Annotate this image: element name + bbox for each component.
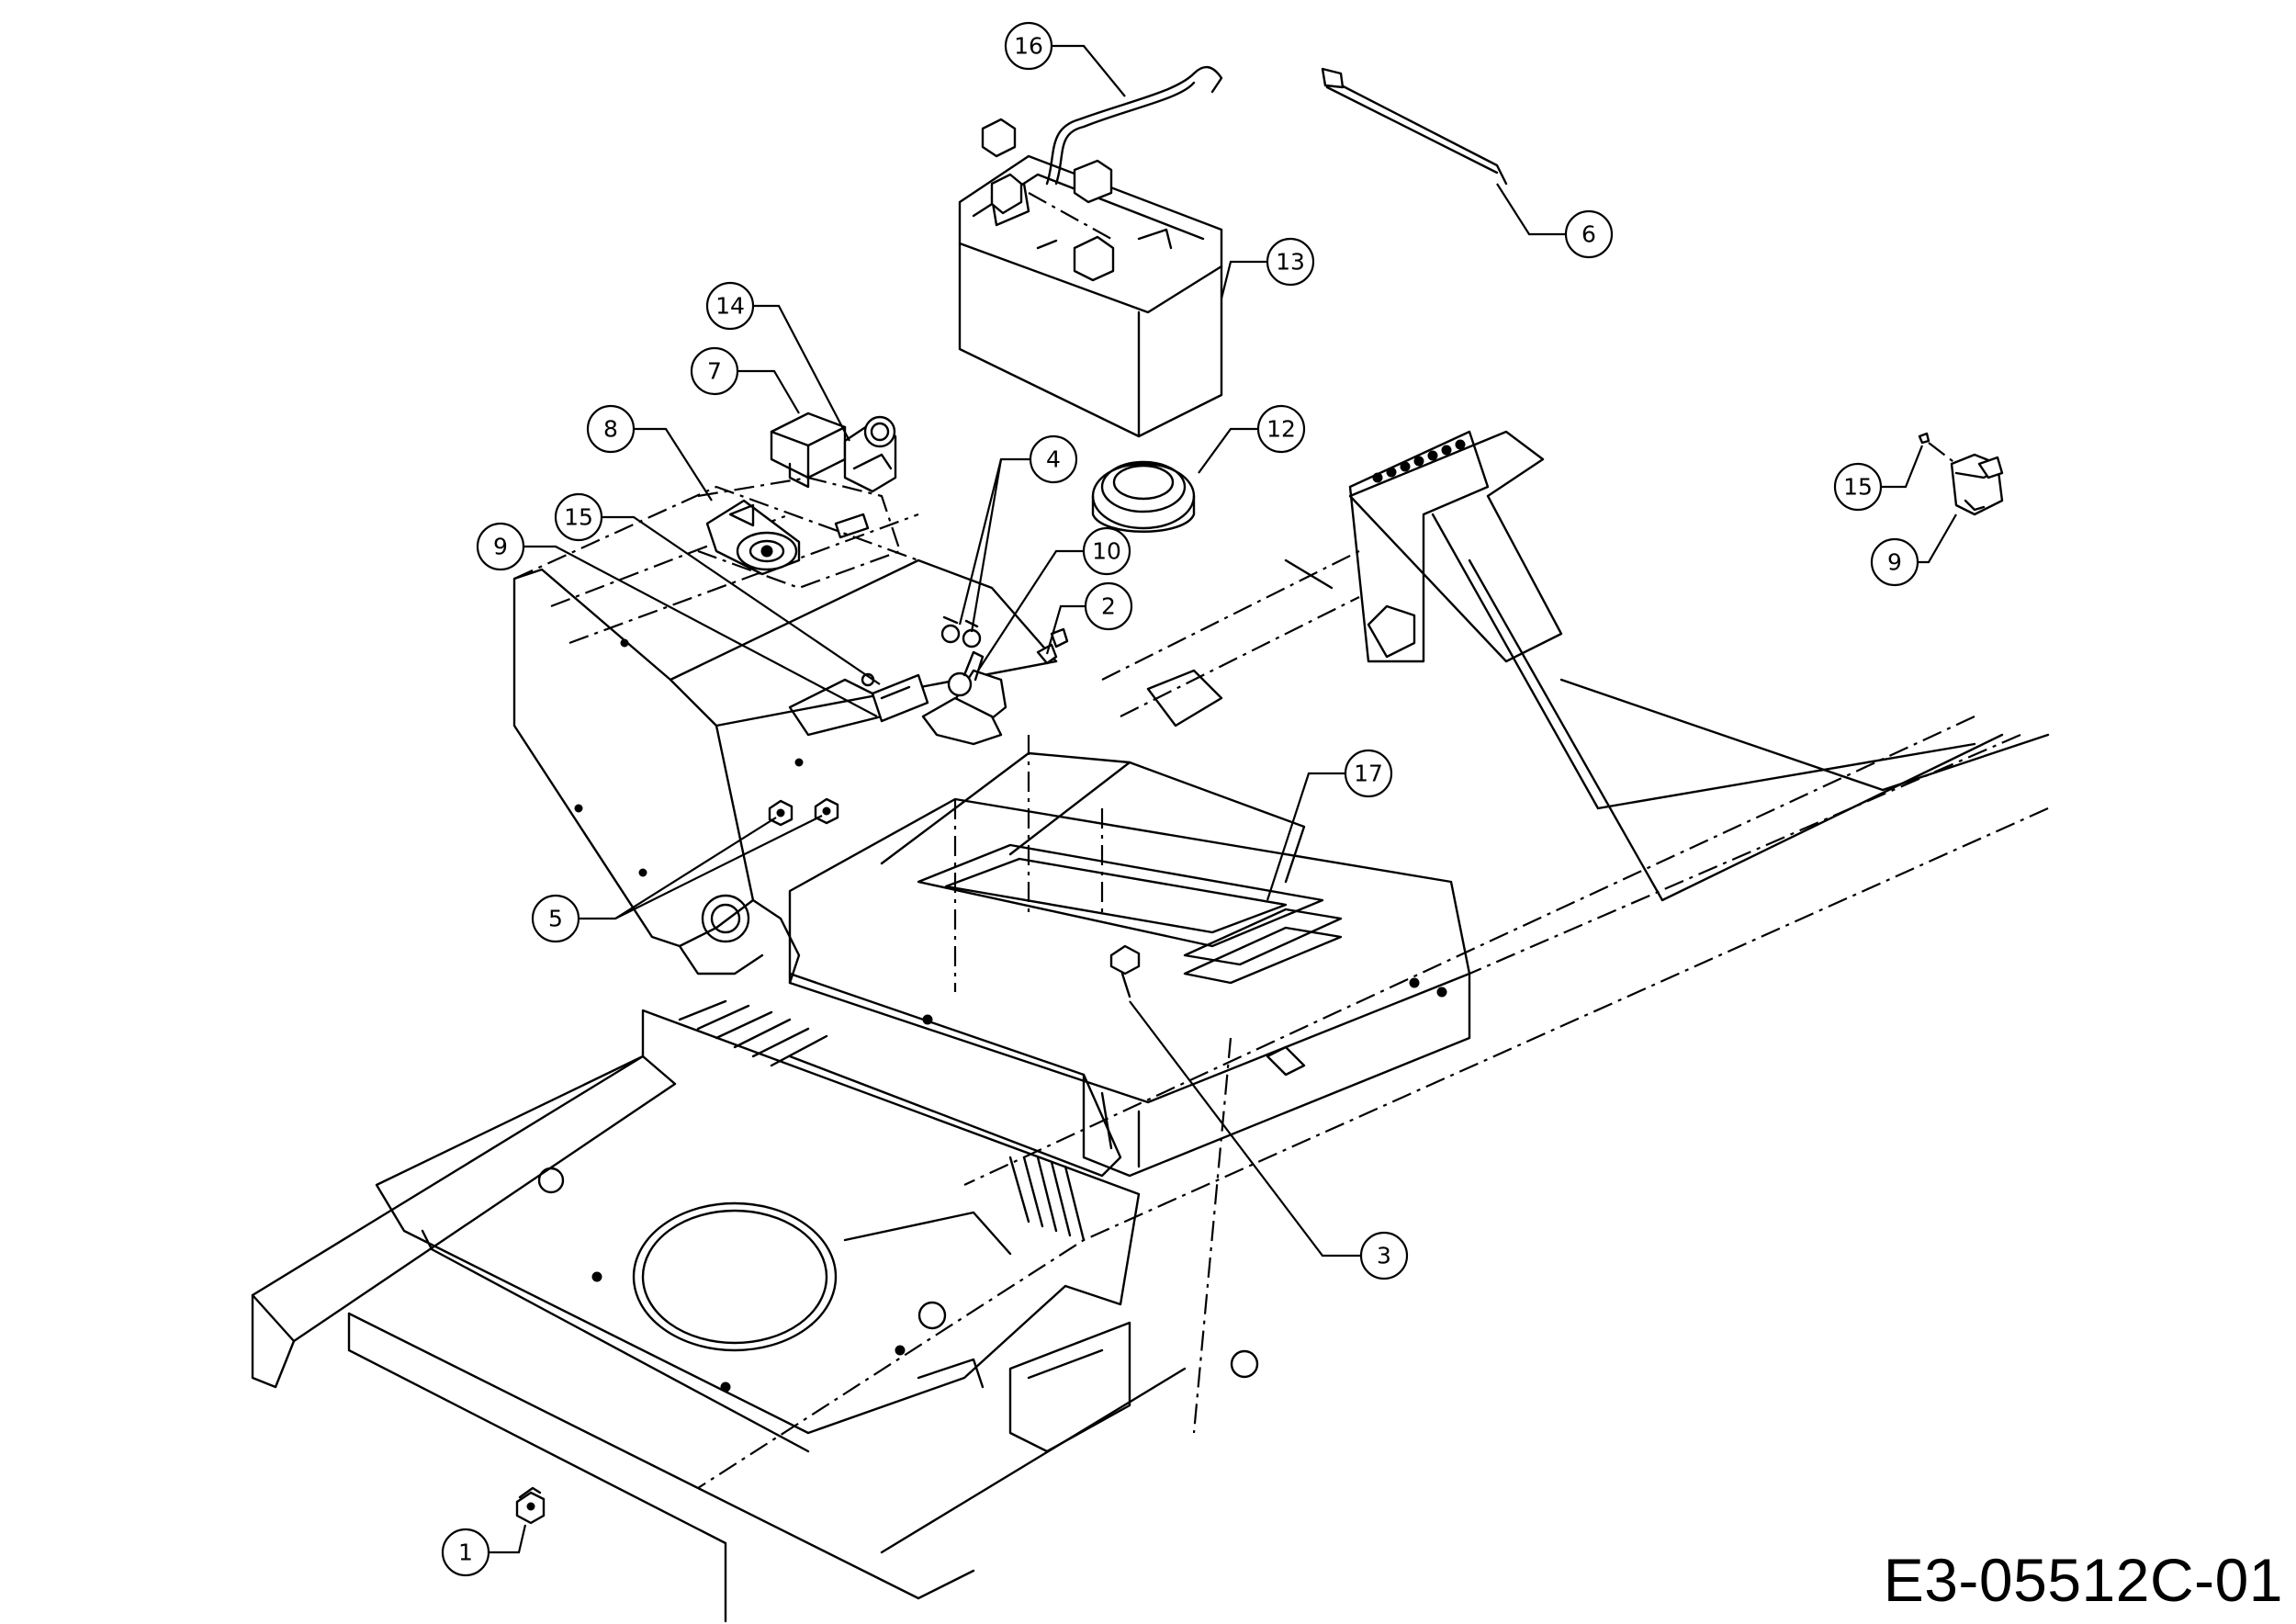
battery-cable — [1045, 65, 1223, 186]
seal-ring — [1091, 460, 1196, 533]
seat-switch — [861, 672, 929, 723]
callout-14: 14 — [705, 281, 755, 331]
callout-1: 1 — [441, 1528, 490, 1577]
tie-strap — [1321, 67, 1508, 186]
callout-16: 16 — [1004, 21, 1053, 71]
svg-text:16: 16 — [1014, 33, 1043, 60]
callout-2: 2 — [1084, 581, 1133, 631]
foot-plate — [375, 999, 1259, 1453]
callout-4: 4 — [1029, 434, 1078, 484]
main-frame — [251, 430, 2050, 1623]
svg-text:13: 13 — [1276, 249, 1305, 276]
slots — [678, 999, 1086, 1242]
callout-8: 8 — [586, 404, 636, 454]
svg-text:7: 7 — [707, 358, 722, 385]
front-bracket — [1008, 1321, 1131, 1453]
callout-12: 12 — [1256, 404, 1306, 454]
svg-text:6: 6 — [1581, 221, 1596, 248]
svg-text:9: 9 — [1887, 549, 1902, 576]
console-controls — [697, 412, 902, 590]
seat-mount-frame — [788, 735, 1471, 1178]
svg-text:2: 2 — [1101, 593, 1116, 620]
leader-lines — [489, 44, 1957, 1554]
callout-9: 9 — [476, 522, 525, 571]
svg-text:1: 1 — [458, 1539, 473, 1566]
callouts: 1 2 3 4 5 6 7 8 — [441, 21, 1919, 1577]
callout-15: 15 — [554, 492, 603, 542]
callout-15-detail: 15 — [1833, 462, 1883, 512]
svg-text:3: 3 — [1377, 1243, 1391, 1269]
svg-text:15: 15 — [564, 504, 593, 531]
callout-6: 6 — [1564, 209, 1614, 259]
svg-text:9: 9 — [493, 534, 508, 560]
callout-3: 3 — [1359, 1231, 1409, 1280]
drawing-code: E3-05512C-01 — [1883, 1546, 2283, 1614]
detail-seat-switch — [1918, 432, 2004, 516]
callout-5: 5 — [531, 894, 580, 943]
callout-7: 7 — [690, 346, 739, 396]
callout-9-detail: 9 — [1870, 537, 1919, 587]
svg-text:4: 4 — [1046, 446, 1061, 473]
svg-text:5: 5 — [548, 906, 563, 932]
solenoid-assembly — [921, 615, 1069, 746]
svg-text:14: 14 — [715, 293, 745, 320]
callout-13: 13 — [1266, 237, 1315, 287]
svg-text:10: 10 — [1092, 538, 1121, 565]
svg-text:15: 15 — [1843, 474, 1873, 501]
svg-text:17: 17 — [1354, 761, 1383, 787]
callout-10: 10 — [1082, 526, 1131, 576]
svg-text:8: 8 — [603, 416, 618, 443]
nuts — [768, 797, 839, 827]
wing-nut — [515, 1486, 546, 1525]
callout-17: 17 — [1344, 749, 1393, 798]
bolt — [1109, 944, 1141, 998]
battery — [958, 118, 1223, 438]
svg-text:12: 12 — [1266, 416, 1296, 443]
